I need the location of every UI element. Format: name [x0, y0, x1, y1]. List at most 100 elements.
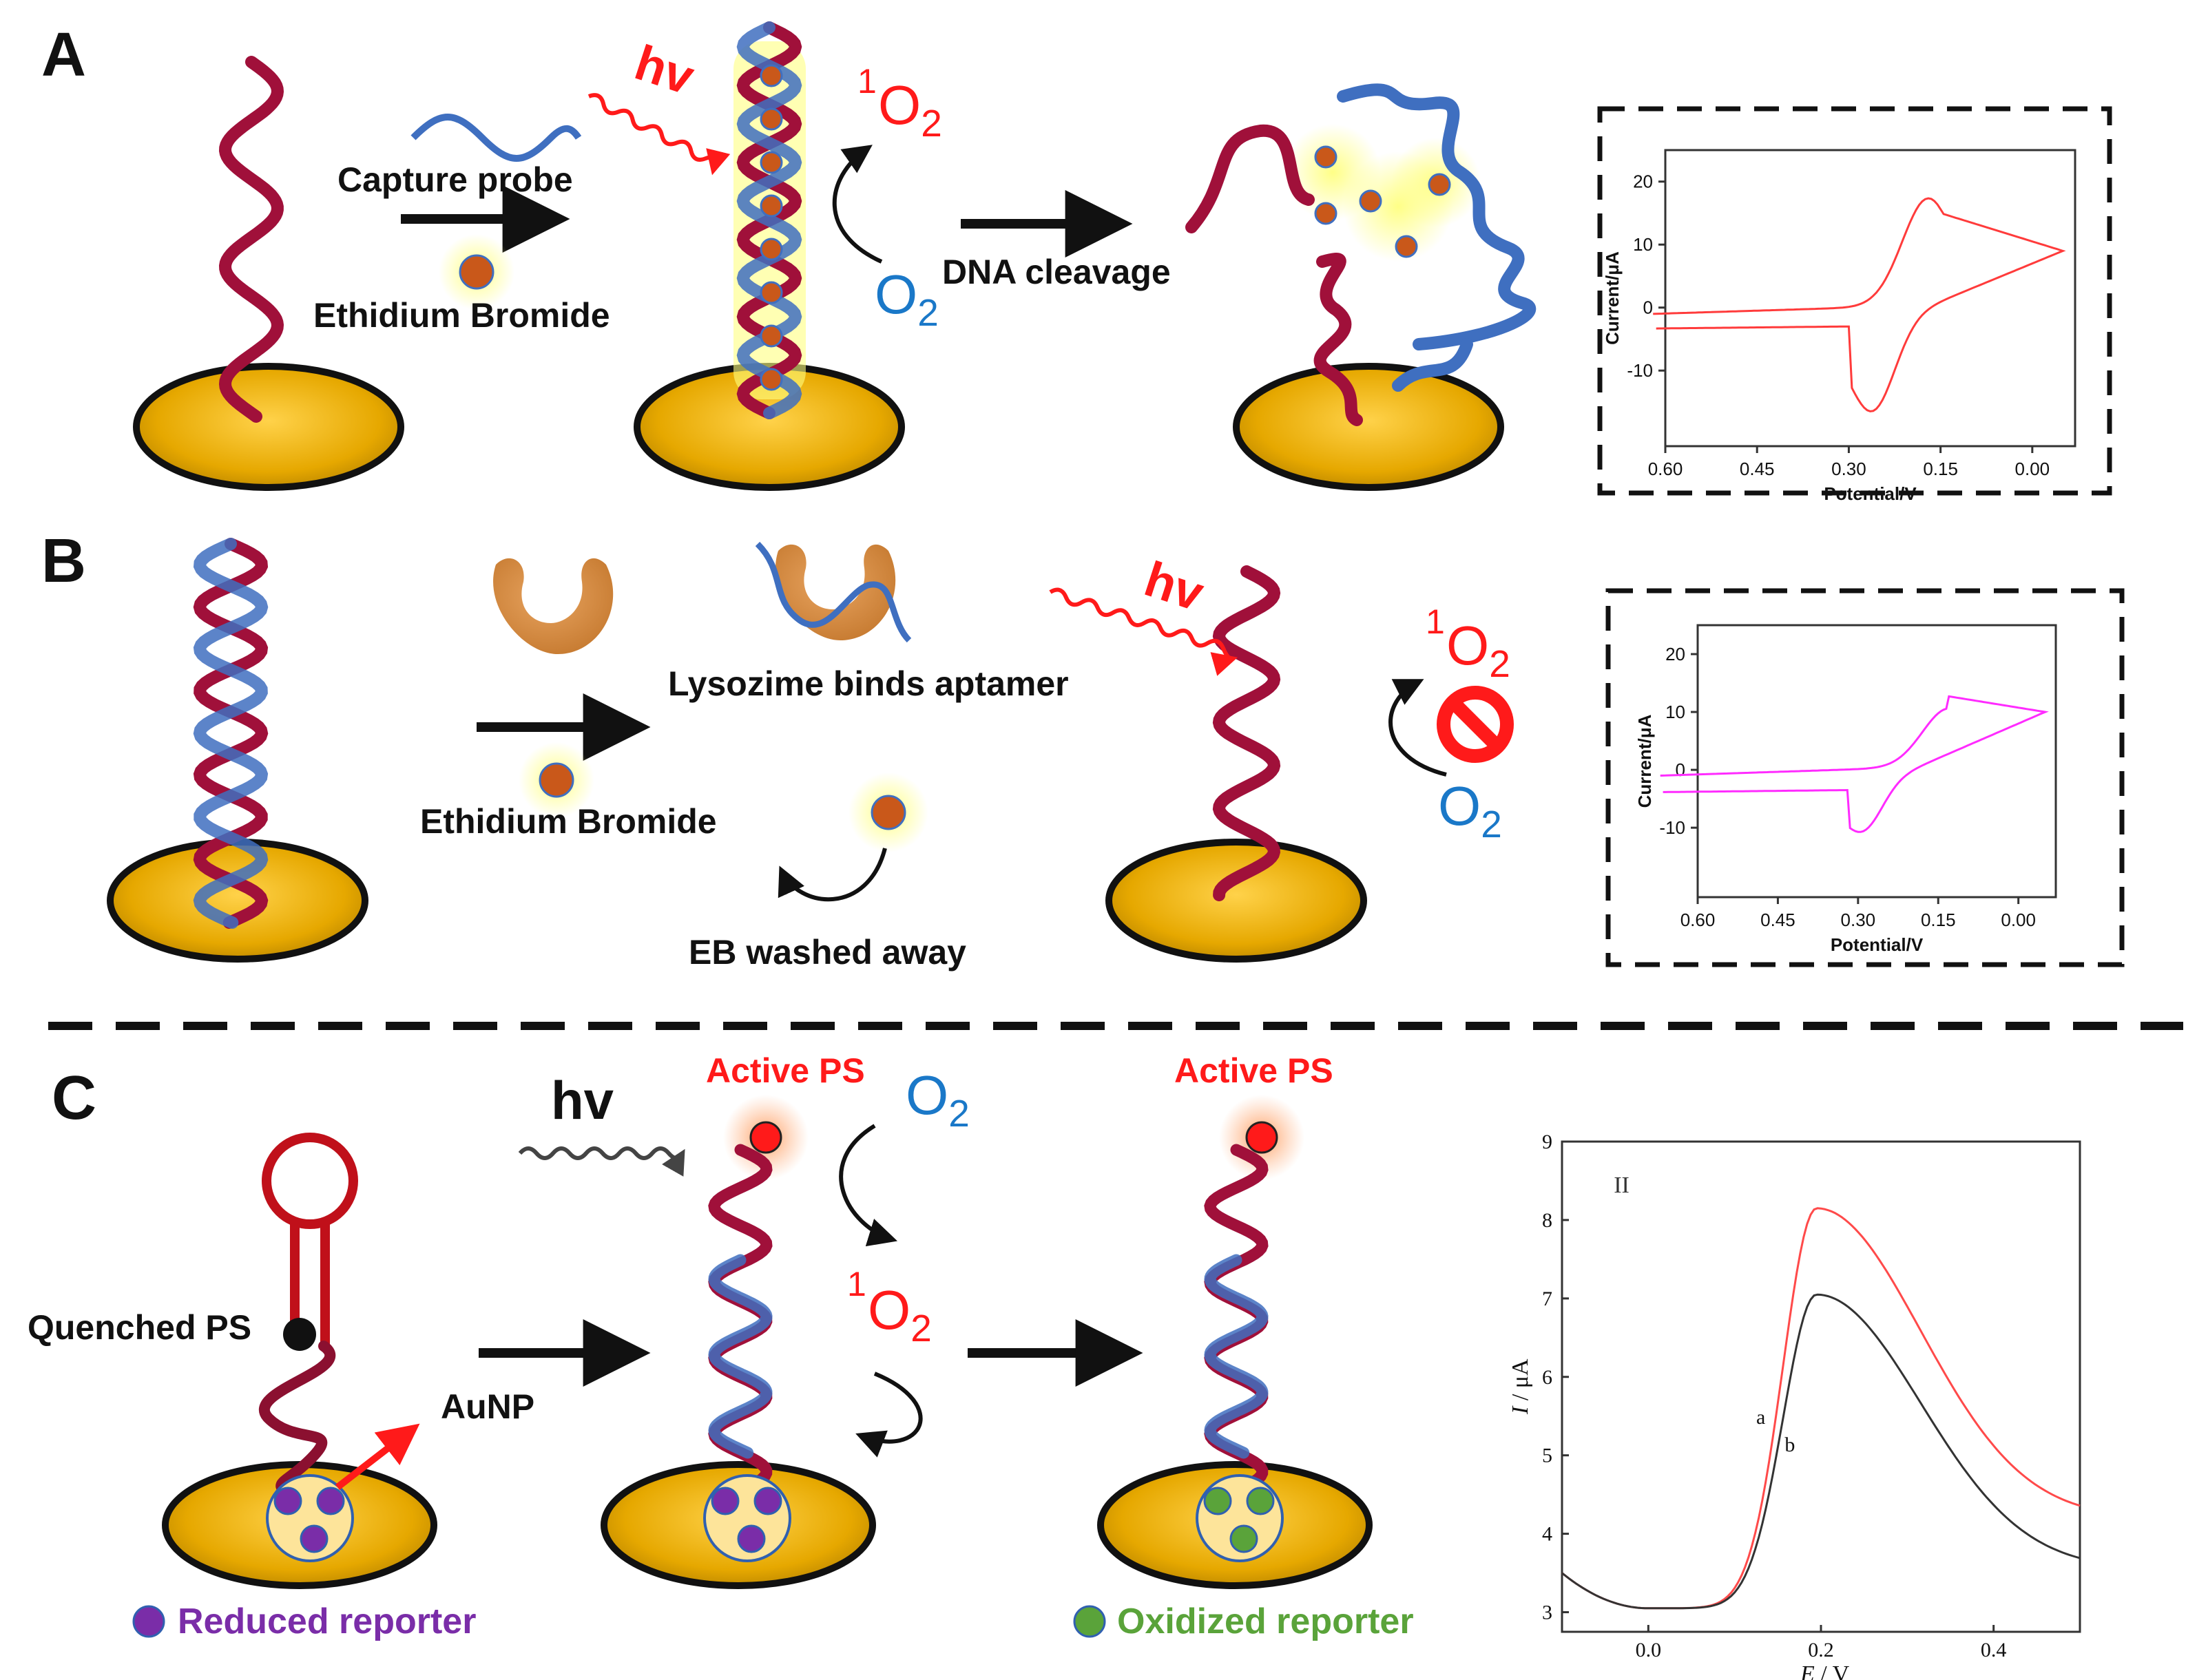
- dpv-curve-a-label: a: [1756, 1406, 1765, 1429]
- cv-ytick: 10: [1665, 702, 1685, 722]
- cv-ytick: 10: [1633, 234, 1653, 255]
- gold-electrode: [133, 363, 404, 491]
- gold-electrode: [1105, 839, 1367, 963]
- dpv-ylabel: I / μA: [1508, 1358, 1533, 1415]
- dpv-plot: 9 8 7 6 5 4 3 0.0 0.2 0.4 II E / V I / μA ab: [1508, 1131, 2081, 1680]
- eb-dots-free: [1314, 145, 1451, 258]
- ethidium-bromide-dot: [760, 324, 783, 348]
- active-ps-dot: [1245, 1121, 1278, 1154]
- dpv-ytick: 8: [1542, 1209, 1552, 1232]
- ethidium-bromide-dot: [760, 368, 783, 391]
- prohibited-icon: [1437, 686, 1514, 763]
- dna-single-strand: [218, 56, 284, 423]
- oxygen: O2: [1438, 775, 1502, 846]
- capture-probe-strand: [410, 114, 582, 162]
- ethidium-bromide-dot: [760, 107, 783, 131]
- dpv-ytick: 7: [1542, 1288, 1552, 1310]
- ethidium-bromide-dot: [459, 254, 494, 290]
- dna-cleavage-label: DNA cleavage: [942, 253, 1171, 291]
- dpv-ytick: 9: [1542, 1131, 1552, 1153]
- dna-double-helix: [1204, 1144, 1269, 1493]
- cv-ylabel: Current/μA: [1602, 251, 1623, 345]
- reduced-reporter-legend-dot: [132, 1605, 165, 1638]
- cv-xtick: 0.60: [1680, 910, 1716, 930]
- light-wave: [587, 93, 731, 176]
- cycle-arrow: [855, 1372, 923, 1458]
- cv-curve: [1660, 695, 2049, 833]
- aunp-particle: [703, 1474, 791, 1562]
- ethidium-bromide-dot: [760, 281, 783, 304]
- ethidium-bromide-dot: [760, 194, 783, 218]
- active-ps-label: Active PS: [1174, 1051, 1333, 1090]
- dpv-panel-roman: II: [1614, 1173, 1629, 1198]
- aunp-label: AuNP: [441, 1387, 534, 1426]
- singlet-oxygen: O2: [878, 74, 942, 145]
- dpv-ytick: 5: [1542, 1445, 1552, 1467]
- cv-xtick: 0.00: [2015, 459, 2050, 479]
- cv-ytick: 0: [1676, 759, 1685, 780]
- oxygen: O2: [906, 1064, 970, 1135]
- cv-xtick: 0.30: [1841, 910, 1876, 930]
- cycle-arrow: [1388, 679, 1447, 777]
- gold-electrode: [1233, 363, 1504, 491]
- singlet-oxygen-sup: 1: [1426, 602, 1445, 641]
- aptamer-strand: [755, 541, 912, 643]
- cv-xlabel: Potential/V: [1831, 934, 1924, 955]
- ethidium-bromide-dot: [539, 762, 574, 798]
- singlet-oxygen-sup: 1: [857, 62, 877, 101]
- dpv-ytick: 4: [1542, 1523, 1552, 1546]
- gold-electrode: [107, 839, 368, 963]
- dpv-xtick: 0.2: [1808, 1639, 1834, 1661]
- active-ps-dot: [749, 1121, 782, 1154]
- quenched-ps-label: Quenched PS: [28, 1308, 251, 1347]
- cv-xtick: 0.15: [1921, 910, 1956, 930]
- dpv-xlabel: E / V: [1800, 1661, 1850, 1680]
- oxygen: O2: [875, 264, 939, 334]
- eb-washed-away-label: EB washed away: [689, 933, 966, 972]
- cv-xtick: 0.60: [1648, 459, 1683, 479]
- aunp-particle: [1196, 1474, 1284, 1562]
- dpv-ytick: 3: [1542, 1602, 1552, 1624]
- oxidized-reporter-legend-dot: [1073, 1605, 1106, 1638]
- panel-a-letter: A: [41, 21, 86, 90]
- cv-ytick: -10: [1627, 360, 1653, 381]
- dpv-xtick: 0.4: [1981, 1639, 2007, 1661]
- cv-ytick: 0: [1643, 297, 1653, 318]
- cv-plot-frame-b: [1605, 588, 2125, 967]
- panel-c: C Quenched PS AuNP hv Active PS: [28, 1051, 2081, 1680]
- ethidium-bromide-dot: [760, 151, 783, 174]
- cv-xtick: 0.45: [1740, 459, 1775, 479]
- ethidium-bromide-dot: [871, 795, 906, 830]
- singlet-oxygen: O2: [1446, 615, 1510, 685]
- dpv-ytick: 6: [1542, 1366, 1552, 1389]
- cv-ytick: -10: [1659, 817, 1685, 838]
- panel-a: A Capture probe Ethidium Bromide hv 1 O2…: [41, 21, 2112, 504]
- ethidium-bromide-label: Ethidium Bromide: [313, 296, 610, 335]
- aunp-pointer: [335, 1423, 420, 1490]
- ethidium-bromide-dot: [760, 238, 783, 261]
- capture-probe-label: Capture probe: [337, 160, 573, 199]
- oxidized-reporter-legend: Oxidized reporter: [1117, 1602, 1414, 1641]
- panel-b: B Ethidium Bromide Lysozime binds aptame…: [41, 527, 2125, 972]
- cv-ylabel: Current/μA: [1634, 714, 1655, 808]
- light-wave: [518, 1146, 685, 1177]
- cleaved-dna: [1185, 83, 1537, 426]
- dna-aptamer-duplex: [193, 538, 269, 929]
- cv-plot-frame-a: [1597, 106, 2112, 496]
- cycle-arrow: [839, 1124, 898, 1247]
- cv-xtick: 0.00: [2001, 910, 2036, 930]
- lysozyme-binds-aptamer-label: Lysozime binds aptamer: [668, 664, 1069, 703]
- dpv-xtick: 0.0: [1636, 1639, 1662, 1661]
- singlet-oxygen-sup: 1: [847, 1265, 866, 1303]
- dpv-curve-b: [1561, 1293, 2081, 1610]
- dpv-curve-b-label: b: [1784, 1434, 1795, 1456]
- cv-xtick: 0.45: [1760, 910, 1795, 930]
- dna-single-strand: [1212, 565, 1281, 901]
- singlet-oxygen: O2: [868, 1279, 932, 1350]
- wash-arrow: [778, 848, 887, 902]
- cycle-arrow: [832, 145, 883, 264]
- hv-label: hv: [551, 1070, 614, 1131]
